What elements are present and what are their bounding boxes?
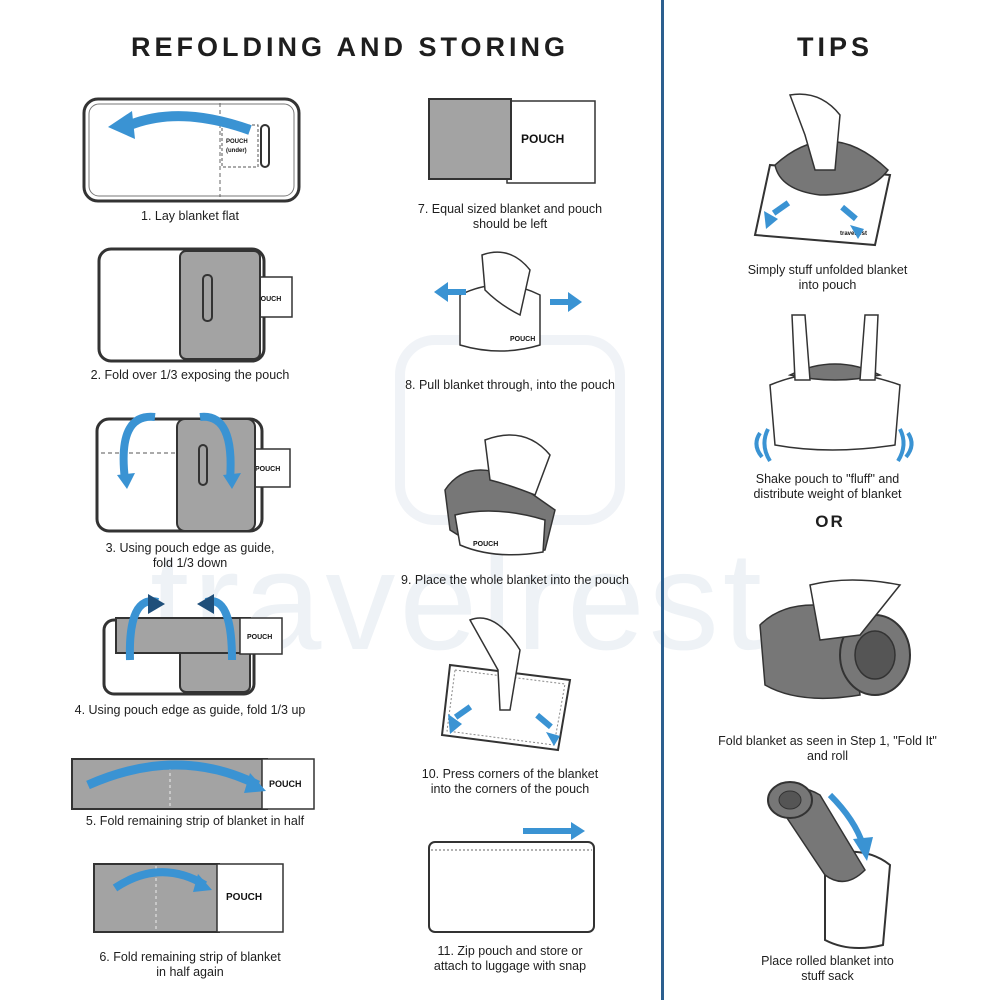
step-5-illustration: POUCH — [71, 758, 315, 810]
step-2-illustration: POUCH — [97, 247, 293, 363]
pouch-label: POUCH — [226, 892, 262, 903]
step-10-illustration — [440, 617, 572, 752]
step-9-caption: 9. Place the whole blanket into the pouc… — [401, 573, 629, 587]
step-6-illustration: POUCH — [93, 863, 284, 933]
step-1-caption: 1. Lay blanket flat — [141, 209, 239, 223]
step-8-caption: 8. Pull blanket through, into the pouch — [405, 378, 615, 392]
pouch-label: POUCH — [256, 296, 281, 303]
pouch-label: POUCH — [521, 132, 564, 146]
brand-label: travelrest — [840, 231, 867, 237]
pouch-label: POUCH — [269, 779, 302, 789]
step-3-caption: 3. Using pouch edge as guide,fold 1/3 do… — [105, 541, 275, 570]
step-1-illustration: POUCH (under) — [82, 97, 301, 203]
step-7-illustration: POUCH — [428, 98, 596, 184]
tip-4-illustration — [767, 781, 892, 950]
step-5-caption: 5. Fold remaining strip of blanket in ha… — [85, 814, 305, 828]
pouch-label: POUCH — [226, 139, 248, 145]
step-3-illustration: POUCH — [95, 412, 291, 533]
step-11-illustration — [428, 822, 595, 933]
tips-title: TIPS — [796, 32, 873, 62]
pouch-under-label: (under) — [226, 148, 247, 154]
tip-3-caption: Fold blanket as seen in Step 1, "Fold It… — [718, 734, 937, 763]
step-8-illustration: POUCH — [434, 251, 582, 352]
or-separator: OR — [815, 512, 845, 531]
page-title: REFOLDING AND STORING — [130, 32, 569, 62]
step-9-illustration: POUCH — [444, 434, 556, 556]
column-divider — [661, 0, 664, 1000]
pouch-label: POUCH — [473, 541, 498, 548]
step-2-caption: 2. Fold over 1/3 exposing the pouch — [90, 368, 290, 382]
tip-3-illustration — [759, 579, 911, 700]
step-4-illustration: POUCH — [102, 594, 283, 696]
pouch-label: POUCH — [510, 336, 535, 343]
step-4-caption: 4. Using pouch edge as guide, fold 1/3 u… — [74, 703, 306, 717]
pouch-label: POUCH — [255, 466, 280, 473]
tip-2-illustration — [754, 314, 914, 463]
pouch-label: POUCH — [247, 634, 272, 641]
tip-1-illustration: travelrest — [753, 93, 892, 247]
